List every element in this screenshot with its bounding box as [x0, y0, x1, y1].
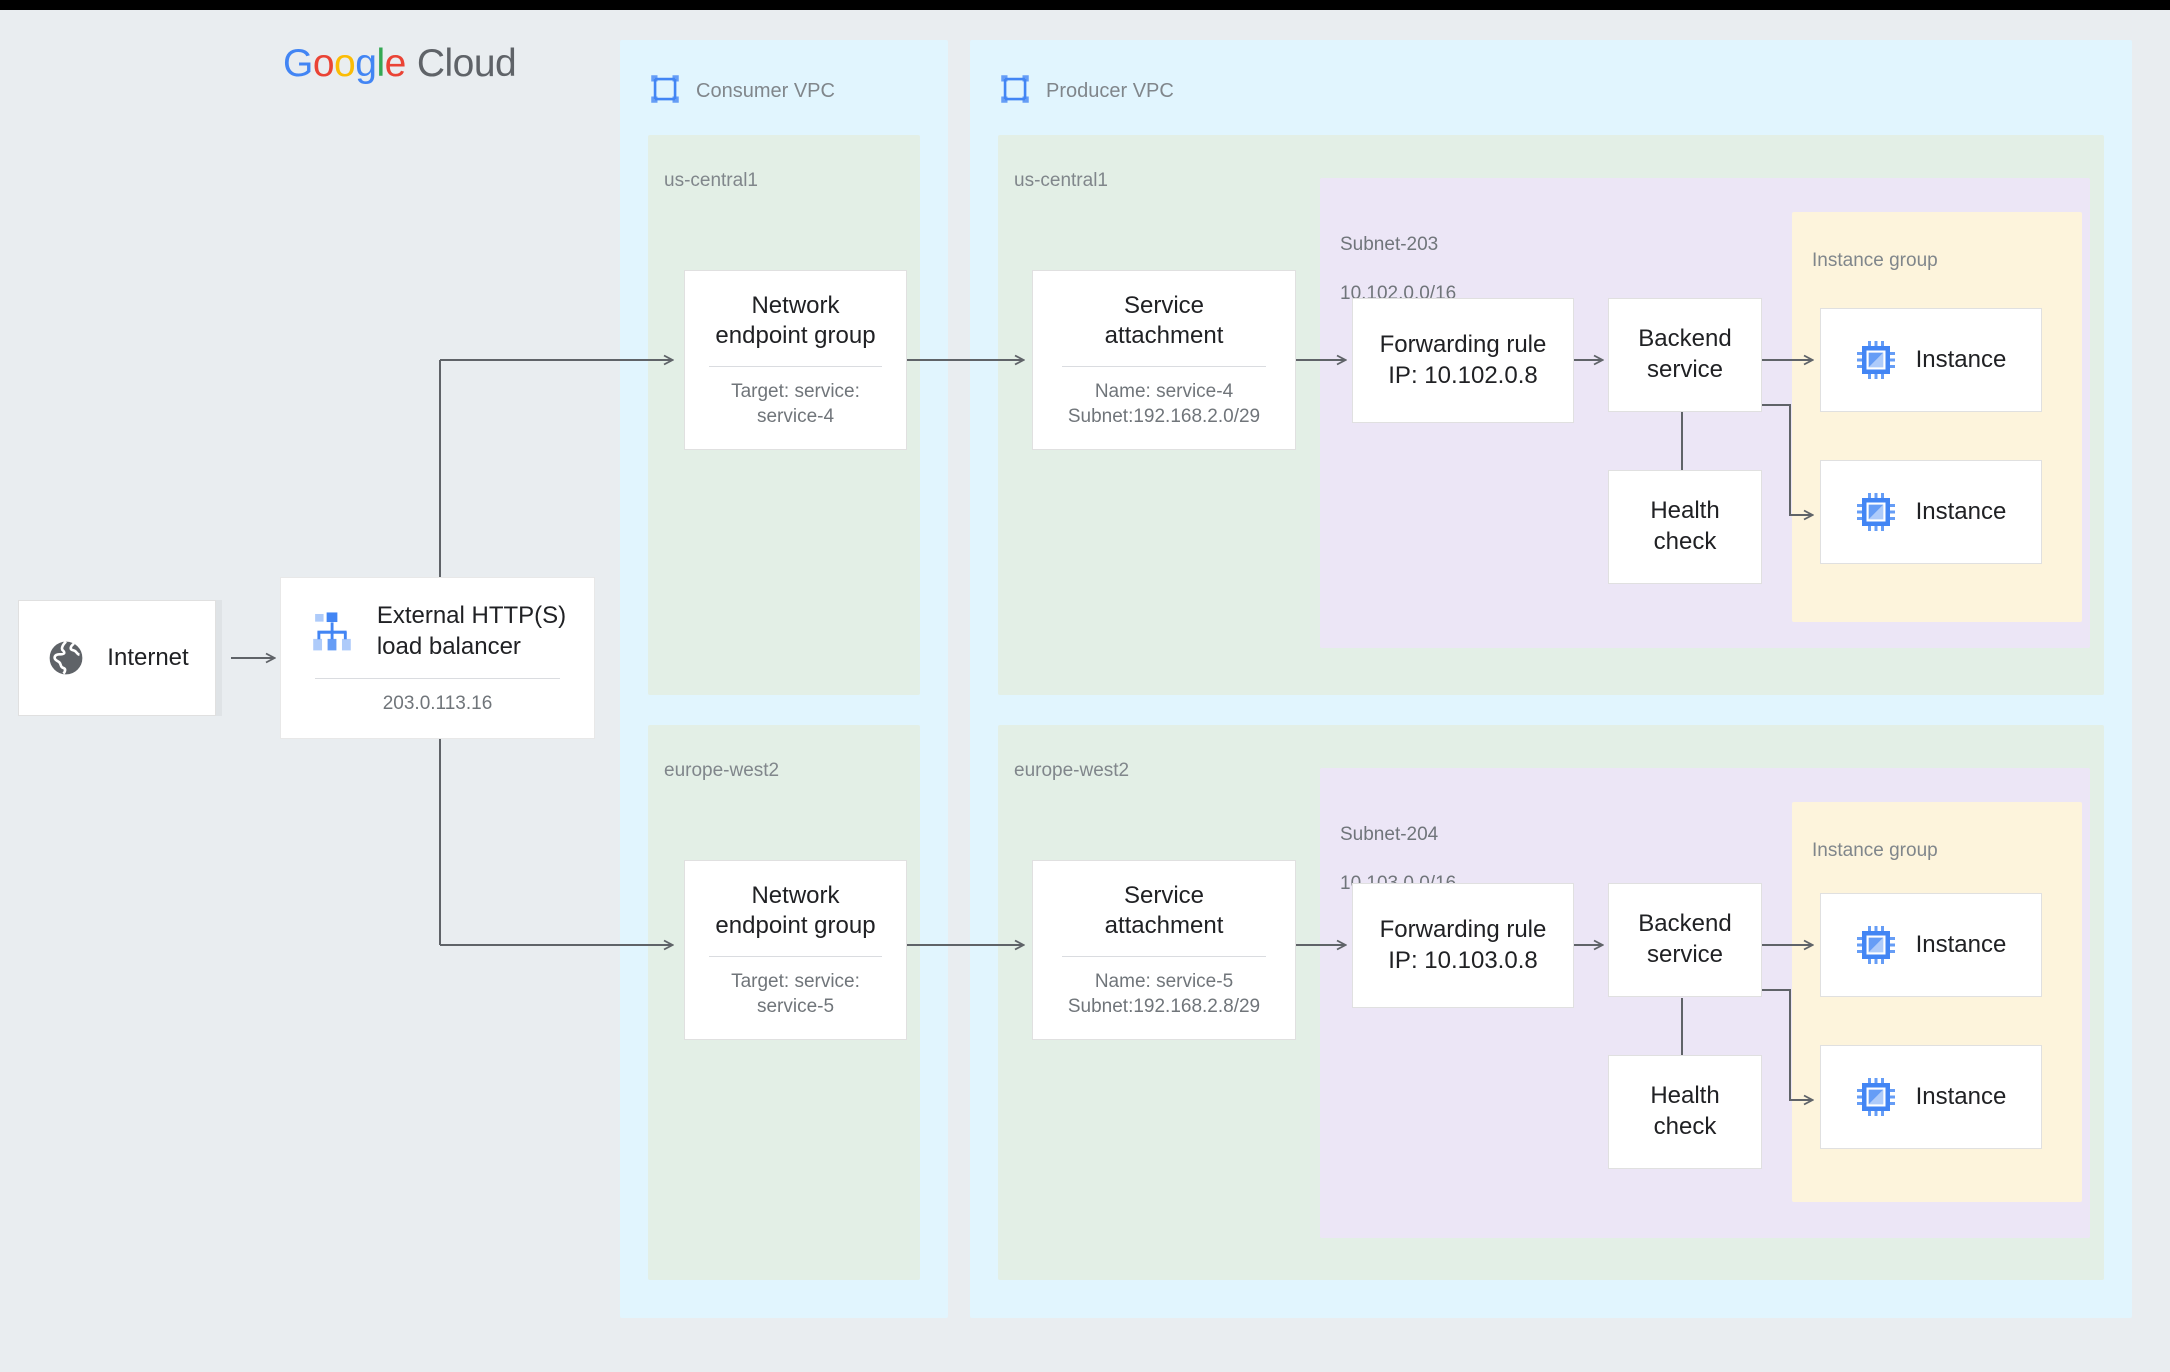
neg-bottom-title: Network endpoint group [715, 881, 876, 940]
divider [709, 956, 882, 958]
divider [1061, 366, 1267, 368]
health-check-top-title: Health check [1650, 497, 1720, 555]
backend-service-top-title: Backend service [1638, 325, 1732, 383]
health-check-top[interactable]: Health check [1608, 470, 1762, 584]
backend-service-top[interactable]: Backend service [1608, 298, 1762, 412]
logo-letter-l: l [376, 42, 385, 85]
backend-service-bottom-title: Backend service [1638, 910, 1732, 968]
instance-group-bottom-label: Instance group [1812, 840, 1938, 861]
cpu-chip-icon [1856, 926, 1895, 964]
instance-top-2[interactable]: Instance [1820, 460, 2042, 564]
load-balancer-ip: 203.0.113.16 [382, 693, 493, 715]
vpc-icon [651, 75, 679, 103]
divider [315, 678, 560, 680]
instance-bottom-1-label: Instance [1915, 931, 2007, 958]
top-black-bar [0, 0, 2170, 10]
service-attachment-top[interactable]: Service attachment Name: service-4 Subne… [1032, 270, 1296, 450]
producer-region-europe-west2-label: europe-west2 [1014, 760, 1130, 781]
instance-top-1[interactable]: Instance [1820, 308, 2042, 412]
neg-top-title: Network endpoint group [715, 291, 876, 350]
forwarding-rule-top-title: Forwarding rule IP: 10.102.0.8 [1379, 330, 1547, 389]
forwarding-rule-bottom[interactable]: Forwarding rule IP: 10.103.0.8 [1352, 883, 1574, 1008]
internet-label: Internet [107, 644, 189, 671]
neg-bottom-subtitle: Target: service: service-5 [731, 971, 860, 1017]
subnet-203-name: Subnet-203 [1340, 233, 1439, 255]
neg-top-subtitle: Target: service: service-4 [731, 381, 860, 427]
logo-letter-o2: o [334, 42, 356, 85]
divider [709, 366, 882, 368]
load-balancer-icon [313, 611, 351, 650]
cpu-chip-icon [1856, 493, 1895, 531]
instance-bottom-2[interactable]: Instance [1820, 1045, 2042, 1149]
instance-top-2-label: Instance [1915, 498, 2007, 525]
network-endpoint-group-bottom[interactable]: Network endpoint group Target: service: … [684, 860, 907, 1040]
instance-top-1-label: Instance [1915, 346, 2007, 373]
internet-node[interactable]: Internet [18, 600, 216, 716]
subnet-204-name: Subnet-204 [1340, 823, 1439, 845]
producer-vpc-title: Producer VPC [1046, 80, 1174, 102]
service-attachment-bottom-subtitle: Name: service-5 Subnet:192.168.2.8/29 [1067, 971, 1261, 1017]
load-balancer-title: External HTTP(S) load balancer [376, 601, 567, 660]
consumer-vpc-title: Consumer VPC [696, 80, 835, 102]
service-attachment-top-subtitle: Name: service-4 Subnet:192.168.2.0/29 [1067, 381, 1261, 427]
service-attachment-bottom[interactable]: Service attachment Name: service-5 Subne… [1032, 860, 1296, 1040]
health-check-bottom-title: Health check [1650, 1082, 1720, 1140]
consumer-region-europe-west2-label: europe-west2 [664, 760, 780, 781]
logo-letter-e: e [384, 42, 407, 85]
cpu-chip-icon [1856, 1078, 1895, 1116]
instance-bottom-2-label: Instance [1915, 1083, 2007, 1110]
health-check-bottom[interactable]: Health check [1608, 1055, 1762, 1169]
vpc-icon [1001, 75, 1029, 103]
globe-icon [47, 639, 85, 677]
logo-word-cloud: Cloud [416, 42, 517, 85]
divider [1061, 956, 1267, 958]
logo-letter-o1: o [312, 42, 335, 85]
logo-letter-g2: g [355, 42, 377, 85]
instance-group-top-label: Instance group [1812, 250, 1938, 271]
instance-bottom-1[interactable]: Instance [1820, 893, 2042, 997]
backend-service-bottom[interactable]: Backend service [1608, 883, 1762, 997]
external-http-load-balancer-node[interactable]: External HTTP(S) load balancer 203.0.113… [280, 577, 595, 739]
consumer-region-us-central1-label: us-central1 [664, 170, 758, 191]
forwarding-rule-bottom-title: Forwarding rule IP: 10.103.0.8 [1379, 915, 1547, 974]
service-attachment-bottom-title: Service attachment [1104, 881, 1224, 940]
forwarding-rule-top[interactable]: Forwarding rule IP: 10.102.0.8 [1352, 298, 1574, 423]
service-attachment-top-title: Service attachment [1104, 291, 1224, 350]
producer-region-us-central1-label: us-central1 [1014, 170, 1108, 191]
cpu-chip-icon [1856, 341, 1895, 379]
network-endpoint-group-top[interactable]: Network endpoint group Target: service: … [684, 270, 907, 450]
logo-letter-g: G [283, 42, 313, 85]
